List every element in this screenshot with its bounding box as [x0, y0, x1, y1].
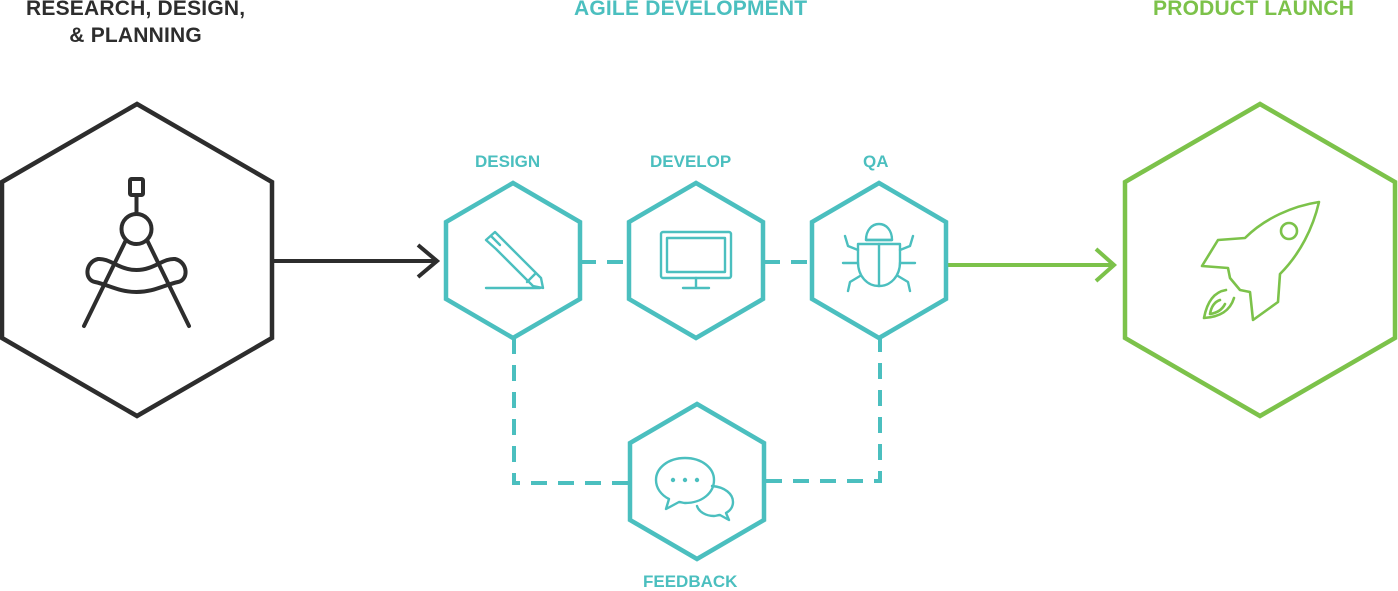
chat-bubbles-icon: [654, 456, 735, 522]
connector-research-to-design: [274, 243, 441, 279]
bug-icon: [841, 222, 917, 293]
connector-feedback-qa: [766, 338, 882, 483]
hexagon-develop: [626, 180, 766, 341]
connector-design-feedback: [512, 338, 628, 485]
heading-research: RESEARCH, DESIGN, & PLANNING: [26, 0, 245, 49]
heading-research-line2: & PLANNING: [69, 24, 202, 47]
label-design: DESIGN: [475, 152, 541, 171]
pencil-icon: [484, 230, 545, 290]
heading-research-line1: RESEARCH, DESIGN,: [26, 0, 246, 20]
label-qa: QA: [863, 152, 889, 171]
drafting-compass-icon: [82, 177, 191, 328]
label-develop: DEVELOP: [650, 152, 732, 171]
hexagon-research: [0, 101, 275, 419]
heading-product-launch: PRODUCT LAUNCH: [1153, 0, 1355, 20]
connector-qa-to-launch: [946, 247, 1118, 283]
hexagon-design: [443, 180, 583, 341]
monitor-icon: [659, 230, 733, 290]
hexagon-launch: [1122, 101, 1398, 419]
rocket-icon: [1200, 200, 1321, 322]
label-feedback: FEEDBACK: [643, 572, 738, 591]
heading-agile-development: AGILE DEVELOPMENT: [574, 0, 808, 20]
